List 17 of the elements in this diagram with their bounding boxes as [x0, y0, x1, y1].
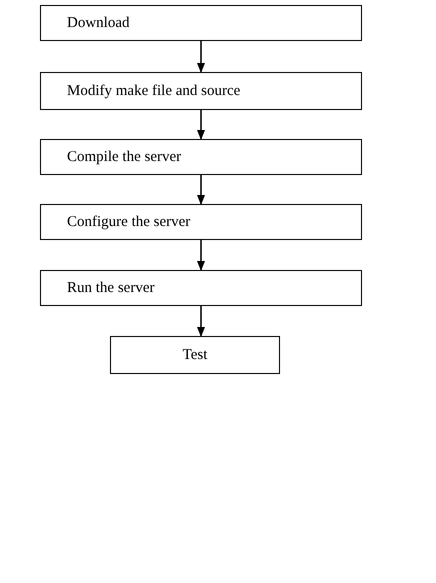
step-label: Run the server [67, 280, 154, 296]
step-label: Test [182, 346, 208, 364]
step-label: Download [67, 14, 130, 32]
process-box [40, 5, 362, 41]
arrow [197, 110, 205, 140]
arrow [197, 41, 205, 73]
step-label: Compile the server [67, 148, 182, 166]
step-label: Modify make file and source [67, 82, 240, 100]
process-box [40, 204, 362, 240]
arrow [197, 175, 205, 205]
arrow [197, 306, 205, 337]
process-box [110, 336, 280, 374]
step-label: Configure the server [67, 214, 190, 230]
process-box [40, 270, 362, 306]
arrow [197, 240, 205, 271]
process-box [40, 139, 362, 175]
process-box [40, 72, 362, 110]
